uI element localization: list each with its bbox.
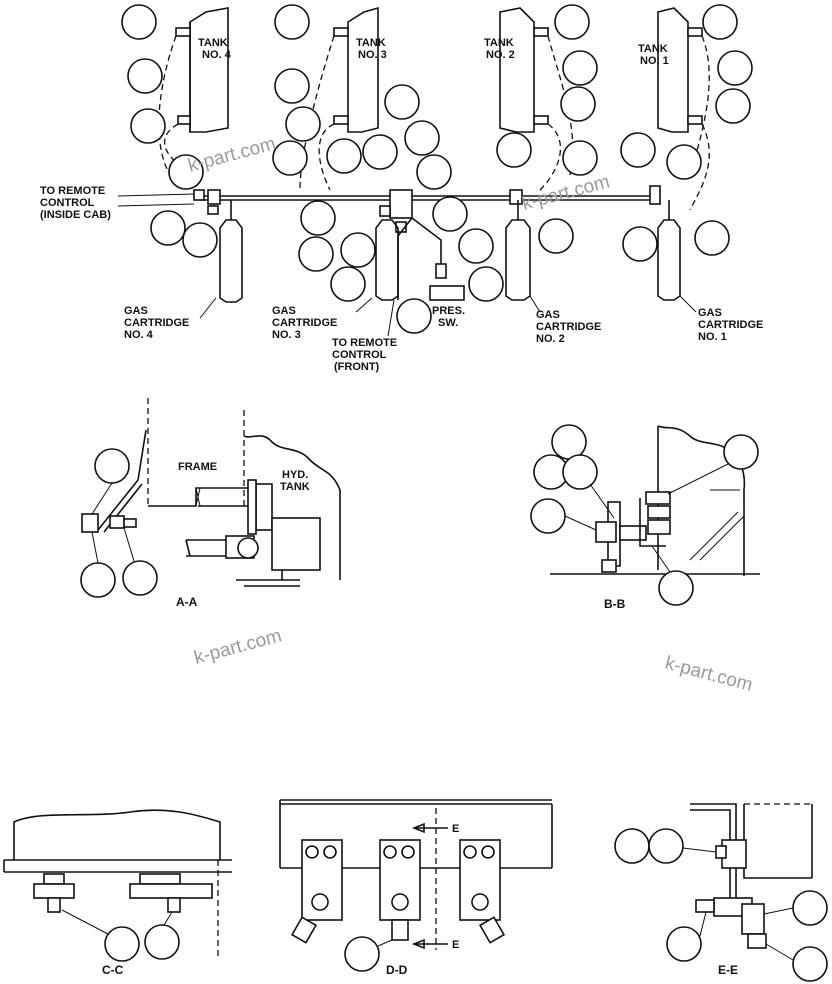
tank-4 <box>189 7 229 133</box>
hyd-tank-l1: HYD. <box>282 469 308 481</box>
frame-label: FRAME <box>178 461 217 473</box>
section-c-c: C-C <box>3 809 232 977</box>
label-leaders <box>117 193 697 337</box>
watermark-3: k-part.com <box>192 625 284 669</box>
cart1-l2: CARTRIDGE <box>698 319 763 331</box>
tank4-label-l2: NO. 4 <box>202 49 232 61</box>
section-cc-label: C-C <box>102 963 124 977</box>
section-ee-label: E-E <box>718 963 738 977</box>
section-b-b: B-B <box>530 424 760 611</box>
tank3-label-l1: TANK <box>356 37 386 49</box>
manifold-line <box>193 185 661 233</box>
tank-3 <box>347 6 379 133</box>
tank1-label-l1: TANK <box>638 43 668 55</box>
cart3-l1: GAS <box>272 305 296 317</box>
remote-cab-l2: CONTROL <box>40 197 95 209</box>
tank-fittings <box>175 27 703 125</box>
tank2-label-l1: TANK <box>484 37 514 49</box>
arrow-e-bottom: E <box>452 939 459 951</box>
remote-front-l2: CONTROL <box>332 349 387 361</box>
hyd-tank-l2: TANK <box>280 481 310 493</box>
tank-2 <box>499 7 535 133</box>
remote-cab-l1: TO REMOTE <box>40 185 105 197</box>
section-bb-label: B-B <box>604 597 626 611</box>
top-labels: TANK NO. 4 TANK NO. 3 TANK NO. 2 TANK NO… <box>40 37 763 373</box>
cart2-l1: GAS <box>536 309 560 321</box>
arrow-e-top: E <box>452 823 459 835</box>
cart4-l3: NO. 4 <box>124 329 154 341</box>
cart4-l2: CARTRIDGE <box>124 317 189 329</box>
tank1-label-l2: NO. 1 <box>640 55 669 67</box>
section-a-a: FRAME HYD. TANK A-A <box>80 398 341 609</box>
cart3-l2: CARTRIDGE <box>272 317 337 329</box>
pressure-switch <box>397 217 465 301</box>
pres-sw-l1: PRES. <box>432 305 465 317</box>
cart1-l3: NO. 1 <box>698 331 727 343</box>
section-aa-label: A-A <box>176 595 198 609</box>
remote-front-l1: TO REMOTE <box>332 337 397 349</box>
tank2-label-l2: NO. 2 <box>486 49 515 61</box>
cart3-l3: NO. 3 <box>272 329 301 341</box>
cart1-l1: GAS <box>698 307 722 319</box>
cart2-l2: CARTRIDGE <box>536 321 601 333</box>
callouts-top <box>121 4 753 334</box>
remote-front-l3: (FRONT) <box>334 361 380 373</box>
pres-sw-l2: SW. <box>438 317 458 329</box>
section-d-d: E E D-D <box>279 799 553 977</box>
section-e-e: E-E <box>614 803 828 982</box>
section-dd-label: D-D <box>386 963 408 977</box>
watermark-2: k-part.com <box>520 171 612 215</box>
tank-1 <box>657 7 689 133</box>
cart4-l1: GAS <box>124 305 148 317</box>
remote-cab-l3: (INSIDE CAB) <box>40 209 111 221</box>
watermark-4: k-part.com <box>663 653 755 697</box>
watermark-1: k-part.com <box>186 133 278 177</box>
tank3-label-l2: NO. 3 <box>358 49 387 61</box>
tank4-label-l1: TANK <box>198 37 228 49</box>
cart2-l3: NO. 2 <box>536 333 565 345</box>
